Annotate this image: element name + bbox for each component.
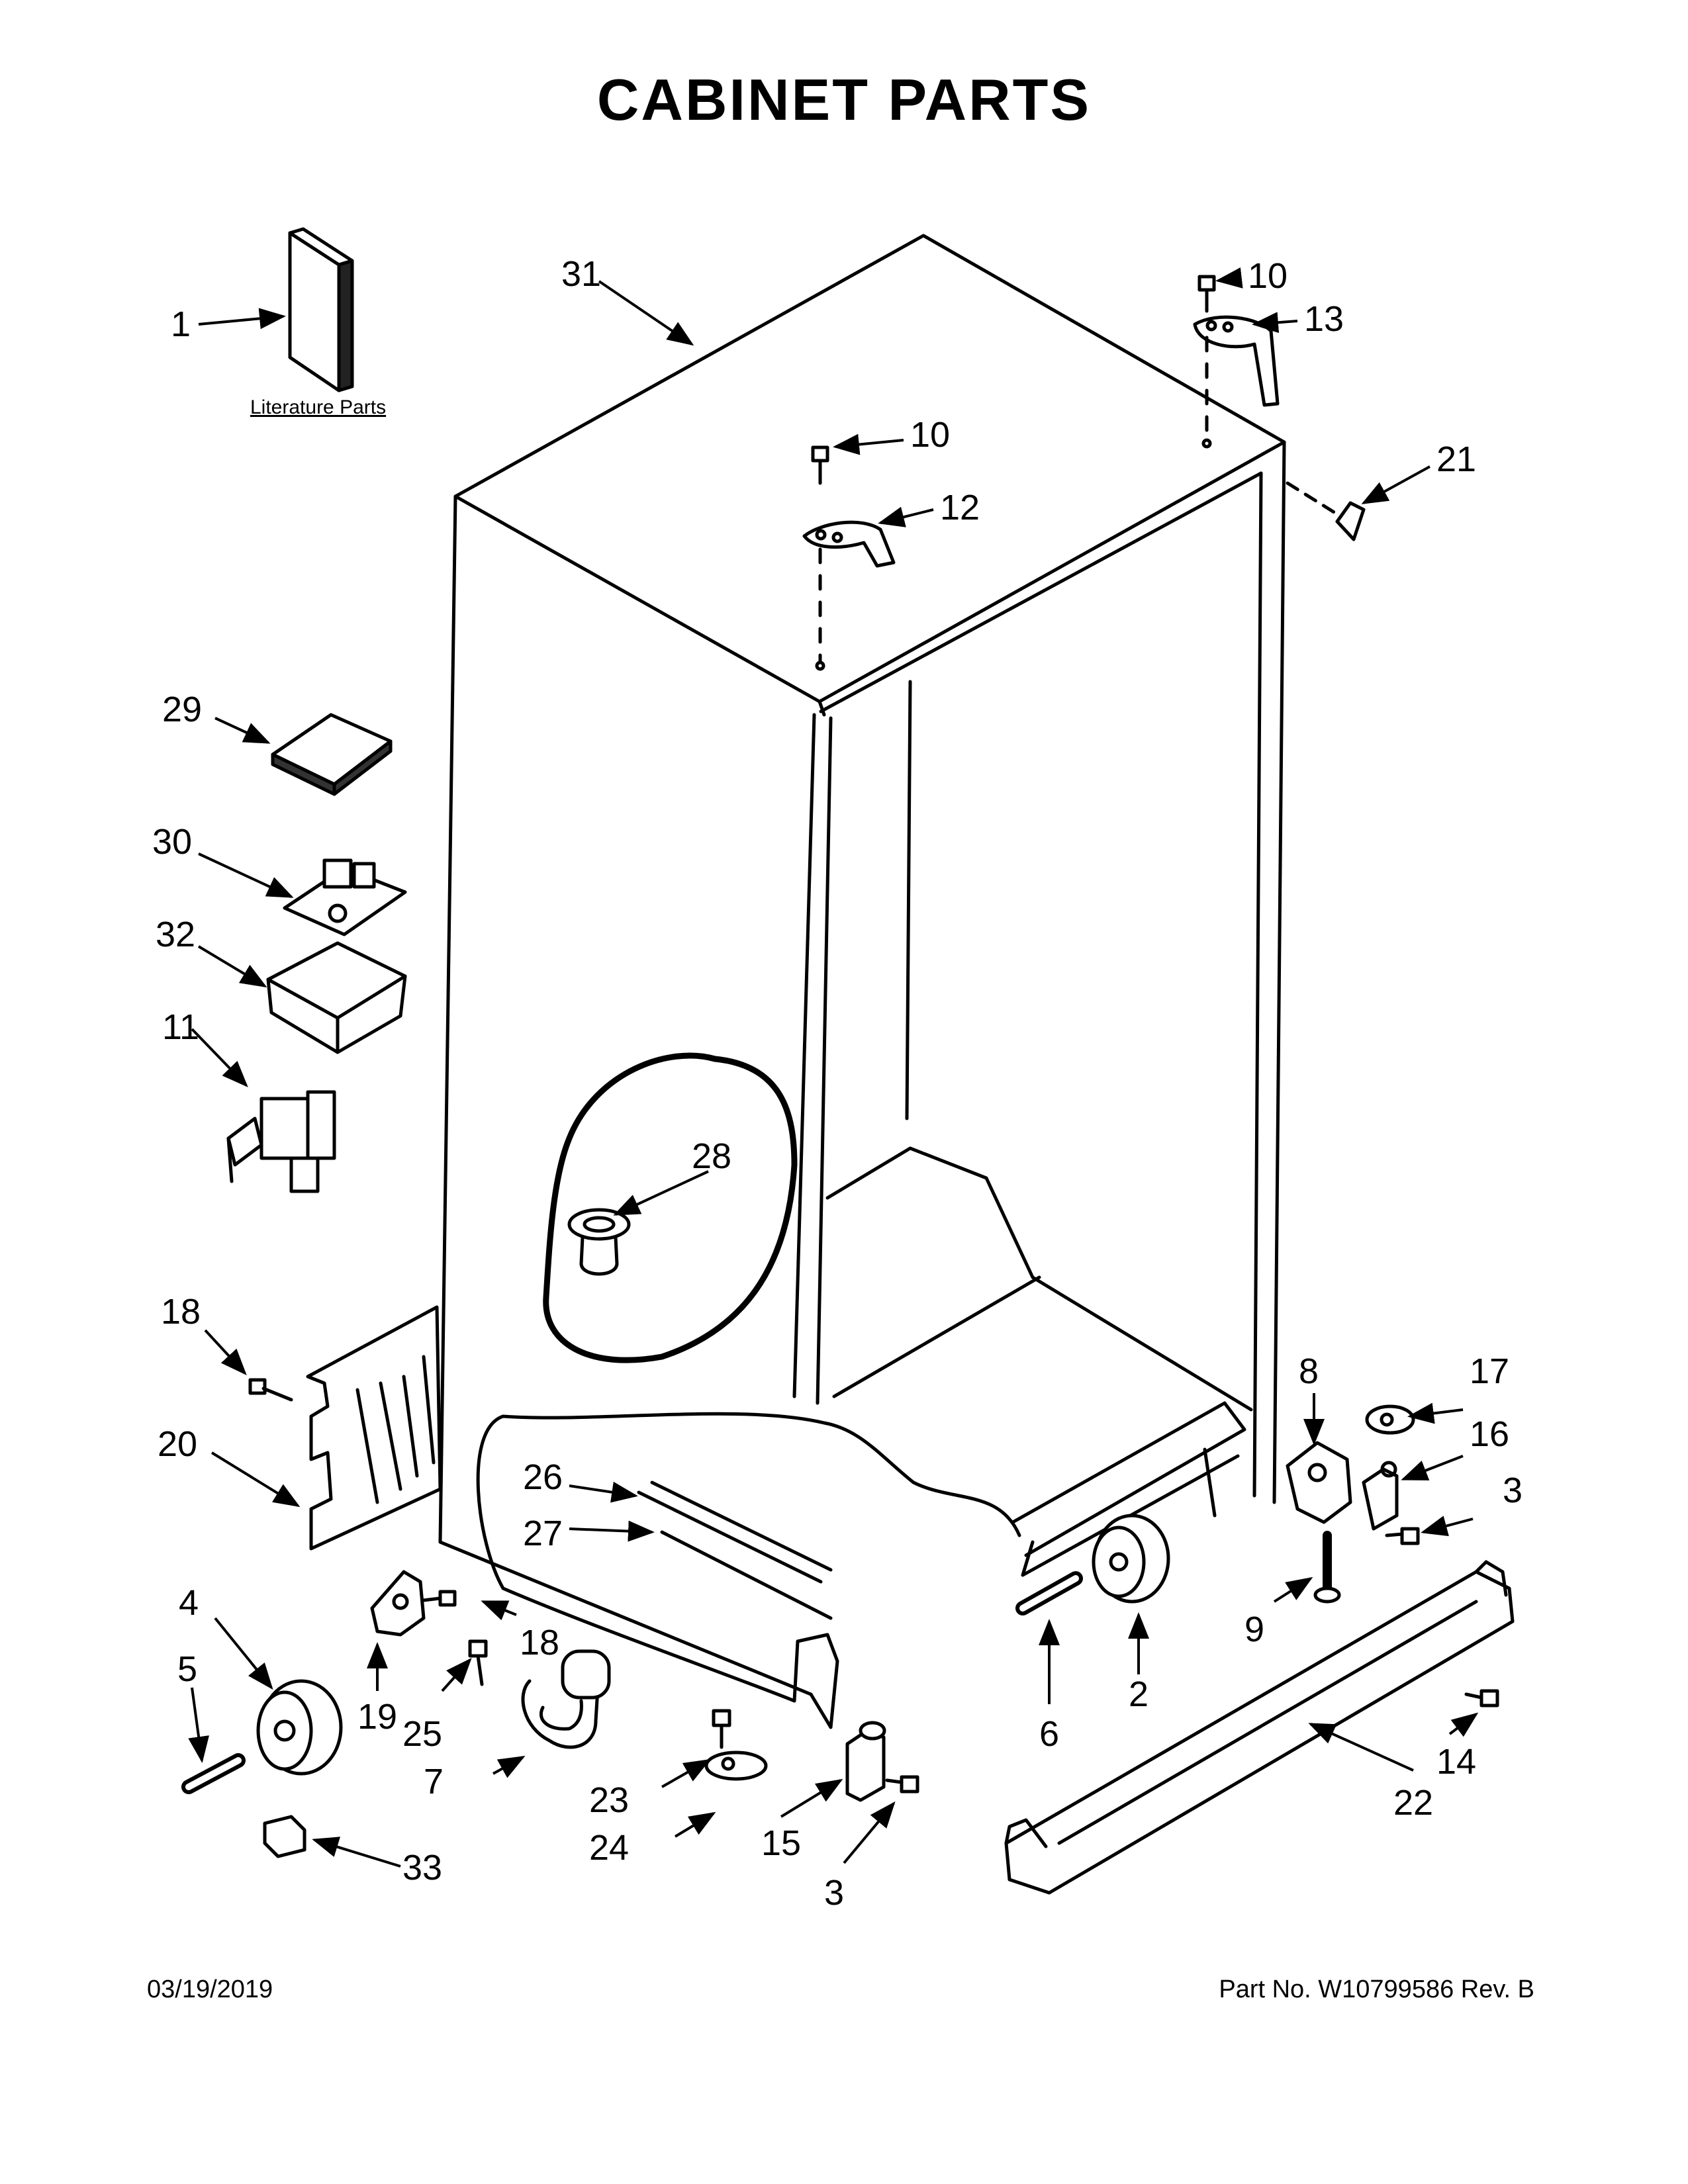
callout-24: 24 — [589, 1828, 629, 1868]
callout-16: 16 — [1470, 1414, 1509, 1454]
screw-lower-icon — [422, 1590, 457, 1607]
hinge-bushing-17-icon — [1365, 1404, 1415, 1435]
literature-parts-label: Literature Parts — [250, 396, 386, 418]
leader-lines — [188, 267, 1479, 1868]
control-cover-icon — [271, 713, 393, 796]
top-hinge-left-icon — [802, 445, 896, 671]
callout-18-lower: 18 — [520, 1623, 559, 1662]
screw-3-lower-icon — [885, 1775, 919, 1794]
top-hinge-right-icon — [1193, 275, 1280, 449]
rear-roller-icon — [256, 1679, 343, 1776]
roller-pin-6-icon — [1015, 1571, 1083, 1615]
leveling-leg-icon — [1313, 1531, 1341, 1604]
callout-9: 9 — [1244, 1610, 1264, 1649]
cabinet-body — [438, 234, 1286, 1729]
footer-date: 03/19/2019 — [147, 1976, 273, 2003]
callout-10-right: 10 — [1248, 256, 1288, 296]
callout-29: 29 — [162, 690, 202, 729]
control-board-icon — [283, 858, 407, 936]
callout-19: 19 — [357, 1697, 397, 1737]
callout-1: 1 — [171, 304, 191, 344]
callout-3-lower: 3 — [824, 1873, 844, 1913]
bracket-icon — [370, 1570, 426, 1637]
callout-4: 4 — [179, 1583, 199, 1623]
front-roller-icon — [1092, 1514, 1170, 1604]
page-title: CABINET PARTS — [596, 67, 1092, 132]
callout-6: 6 — [1039, 1714, 1059, 1754]
water-valve-icon — [226, 1090, 336, 1193]
callout-8: 8 — [1299, 1351, 1319, 1391]
callout-28: 28 — [692, 1136, 731, 1176]
drain-tubes-icon — [637, 1480, 833, 1620]
callout-25: 25 — [402, 1714, 442, 1754]
callout-2: 2 — [1129, 1674, 1149, 1714]
callout-15: 15 — [761, 1823, 801, 1863]
callout-31: 31 — [561, 254, 601, 294]
callout-3-right: 3 — [1503, 1471, 1523, 1510]
footer-part-number: Part No. W10799586 Rev. B — [1219, 1976, 1534, 2003]
callout-33: 33 — [402, 1848, 442, 1888]
callout-13: 13 — [1304, 299, 1344, 339]
callout-27: 27 — [523, 1514, 563, 1553]
callout-14: 14 — [1436, 1742, 1476, 1782]
callout-12: 12 — [940, 488, 980, 527]
bracket-24-icon — [704, 1751, 768, 1781]
grille-panel-icon — [306, 1305, 442, 1551]
callout-23: 23 — [589, 1780, 629, 1820]
callout-26: 26 — [523, 1457, 563, 1497]
callout-17: 17 — [1470, 1351, 1509, 1391]
toe-grille-icon — [1004, 1560, 1515, 1895]
drain-trap-icon — [521, 1649, 611, 1749]
roller-pin-5-icon — [181, 1753, 246, 1794]
hinge-bracket-15-icon — [845, 1721, 886, 1802]
screw-23-icon — [712, 1709, 731, 1749]
hinge-pin-16-icon — [1362, 1461, 1399, 1531]
callout-30: 30 — [152, 822, 192, 862]
callout-22: 22 — [1393, 1783, 1433, 1823]
clip-icon — [1286, 481, 1366, 541]
callout-7: 7 — [424, 1762, 444, 1801]
spacer-block-icon — [263, 1815, 306, 1858]
callout-10-left: 10 — [910, 415, 950, 455]
control-housing-icon — [266, 941, 407, 1054]
literature-booklet-icon — [288, 227, 354, 392]
callout-11: 11 — [162, 1007, 199, 1047]
screw-icon — [248, 1378, 293, 1402]
hinge-bracket-8-icon — [1286, 1441, 1352, 1524]
drain-seal-icon — [567, 1208, 631, 1276]
screw-3-right-icon — [1385, 1527, 1420, 1545]
callout-18-upper: 18 — [161, 1292, 201, 1332]
callout-21: 21 — [1436, 439, 1476, 479]
callout-5: 5 — [177, 1649, 197, 1689]
callout-32: 32 — [156, 915, 195, 954]
drain-screw-icon — [468, 1639, 488, 1686]
callout-20: 20 — [158, 1424, 197, 1464]
callout-labels: 1 31 10 10 12 13 21 29 30 32 11 28 18 20… — [152, 254, 1523, 1913]
screw-14-icon — [1464, 1689, 1499, 1707]
